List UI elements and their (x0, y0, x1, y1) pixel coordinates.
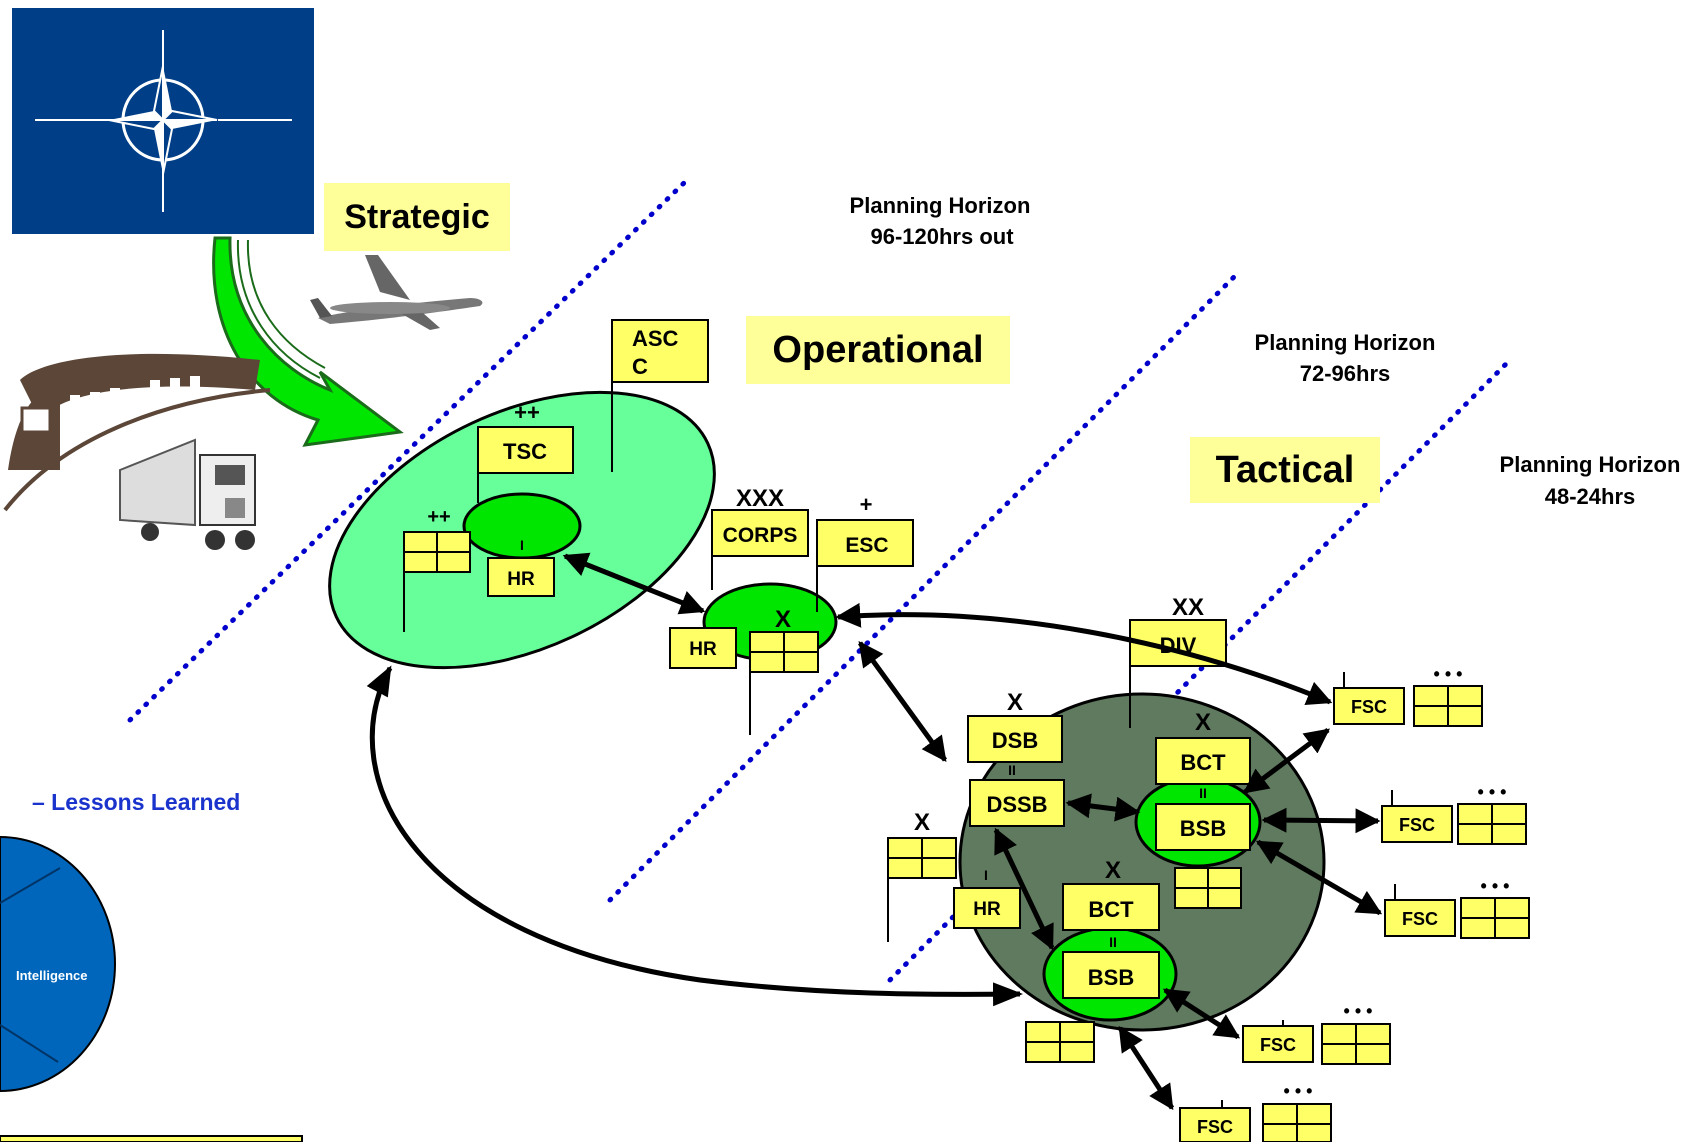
svg-text:++: ++ (427, 506, 450, 528)
strategic-label: Strategic (324, 183, 510, 251)
lessons-learned-section: – Lessons Learned Intelligence (0, 789, 303, 1142)
svg-text:FSC: FSC (1351, 697, 1387, 717)
planning-horizon-1: Planning Horizon 96-120hrs out (850, 193, 1031, 249)
svg-text:• • •: • • • (1344, 1001, 1373, 1021)
svg-text:– Lessons Learned: – Lessons Learned (32, 789, 240, 815)
svg-text:• • •: • • • (1481, 876, 1510, 896)
fsc-group-5: FSC • • • (1179, 1081, 1332, 1142)
unit-corps: XXX CORPS (711, 485, 809, 590)
arrow-corps-fsc (835, 602, 1333, 705)
svg-text:CORPS: CORPS (723, 524, 798, 547)
arrow-theater-bsb2-loop (366, 665, 1023, 1007)
cargo-aircraft-icon (310, 255, 483, 330)
svg-text:DSSB: DSSB (986, 792, 1047, 817)
arrow-bsb2-fsc5 (1117, 1025, 1175, 1111)
unit-bct-2: X BCT (1062, 857, 1160, 931)
svg-text:Operational: Operational (772, 329, 983, 371)
svg-text:BSB: BSB (1180, 816, 1226, 841)
fsc-group-2: FSC • • • (1381, 782, 1527, 845)
unit-bct-1: X BCT (1155, 709, 1251, 785)
svg-text:Planning Horizon: Planning Horizon (850, 193, 1031, 218)
arrow-bsb1-fsc2 (1261, 807, 1381, 834)
svg-text:96-120hrs out: 96-120hrs out (870, 224, 1014, 249)
lessons-wheel (0, 835, 116, 1093)
fsc-group-3: FSC • • • (1384, 876, 1530, 939)
arrow-bsb2-fsc4 (1162, 987, 1241, 1040)
svg-text:X: X (1007, 689, 1023, 716)
svg-text:HR: HR (507, 569, 535, 590)
operational-tactical-boundary (607, 273, 1238, 903)
fsc-group-1: FSC • • • (1333, 664, 1483, 727)
svg-text:48-24hrs: 48-24hrs (1545, 484, 1636, 509)
unit-division-sustainment: X (887, 809, 957, 942)
svg-text:C: C (632, 354, 648, 379)
svg-text:DSB: DSB (992, 728, 1038, 753)
svg-text:X: X (914, 809, 930, 836)
svg-text:BCT: BCT (1088, 897, 1134, 922)
svg-text:72-96hrs: 72-96hrs (1300, 361, 1391, 386)
svg-text:I: I (984, 867, 988, 883)
svg-text:ESC: ESC (845, 534, 888, 557)
svg-text:BSB: BSB (1088, 965, 1134, 990)
operational-label: Operational (746, 316, 1010, 384)
svg-text:XX: XX (1172, 594, 1204, 621)
svg-text:Intelligence: Intelligence (16, 968, 88, 983)
svg-text:• • •: • • • (1284, 1081, 1313, 1101)
train-icon (3, 353, 271, 512)
svg-text:Planning Horizon: Planning Horizon (1500, 452, 1681, 477)
svg-text:FSC: FSC (1197, 1117, 1233, 1137)
compass-star-icon (108, 65, 218, 175)
unit-ascc: ASC C (611, 319, 709, 472)
unit-hr-corps: HR (669, 627, 737, 669)
svg-text:X: X (1105, 857, 1121, 884)
svg-text:II: II (1199, 785, 1207, 801)
svg-text:II: II (1008, 762, 1016, 778)
svg-text:X: X (775, 606, 791, 633)
svg-text:BCT: BCT (1180, 750, 1226, 775)
svg-text:FSC: FSC (1260, 1035, 1296, 1055)
unit-bsb1-company (1174, 867, 1242, 909)
unit-theater-sustainment: ++ (403, 506, 471, 632)
unit-hr-theater: I HR (487, 537, 555, 597)
arrow-corps-dsb (857, 640, 948, 763)
svg-text:TSC: TSC (503, 439, 547, 464)
planning-horizon-2: Planning Horizon 72-96hrs (1255, 330, 1436, 386)
svg-text:X: X (1195, 709, 1211, 736)
strategic-operational-boundary (127, 179, 688, 723)
arrow-bct1-fsc (1242, 727, 1331, 795)
truck-icon (119, 438, 256, 550)
svg-text:HR: HR (689, 639, 717, 660)
arrow-dssb-bsb1 (1065, 793, 1141, 822)
arrow-bsb1-fsc3 (1255, 839, 1383, 916)
tactical-label: Tactical (1190, 437, 1380, 503)
svg-text:++: ++ (514, 400, 540, 425)
svg-text:FSC: FSC (1399, 815, 1435, 835)
svg-text:FSC: FSC (1402, 909, 1438, 929)
unit-bsb-2: II BSB (1062, 934, 1160, 999)
unit-dsb: X DSB (967, 689, 1063, 763)
svg-text:II: II (1109, 934, 1117, 950)
svg-text:+: + (860, 492, 873, 517)
connection-arrows (366, 552, 1383, 1111)
unit-tsc: ++ TSC (477, 400, 574, 503)
svg-text:• • •: • • • (1434, 664, 1463, 684)
svg-text:Strategic: Strategic (344, 198, 490, 236)
unit-bsb2-company (1025, 1021, 1095, 1063)
svg-text:HR: HR (973, 899, 1001, 920)
planning-horizon-3: Planning Horizon 48-24hrs (1500, 452, 1681, 509)
unit-esc: + ESC (816, 492, 914, 612)
svg-text:• • •: • • • (1478, 782, 1507, 802)
unit-bsb-1: II BSB (1155, 785, 1251, 851)
svg-text:I: I (520, 537, 524, 553)
green-curved-arrow-icon (212, 236, 404, 447)
arrow-theater-corps (562, 552, 706, 615)
svg-text:Planning Horizon: Planning Horizon (1255, 330, 1436, 355)
fsc-group-4: FSC • • • (1242, 1001, 1391, 1065)
svg-text:Tactical: Tactical (1216, 449, 1355, 491)
nato-emblem (12, 8, 314, 234)
svg-text:ASC: ASC (632, 326, 679, 351)
svg-text:XXX: XXX (736, 485, 784, 512)
